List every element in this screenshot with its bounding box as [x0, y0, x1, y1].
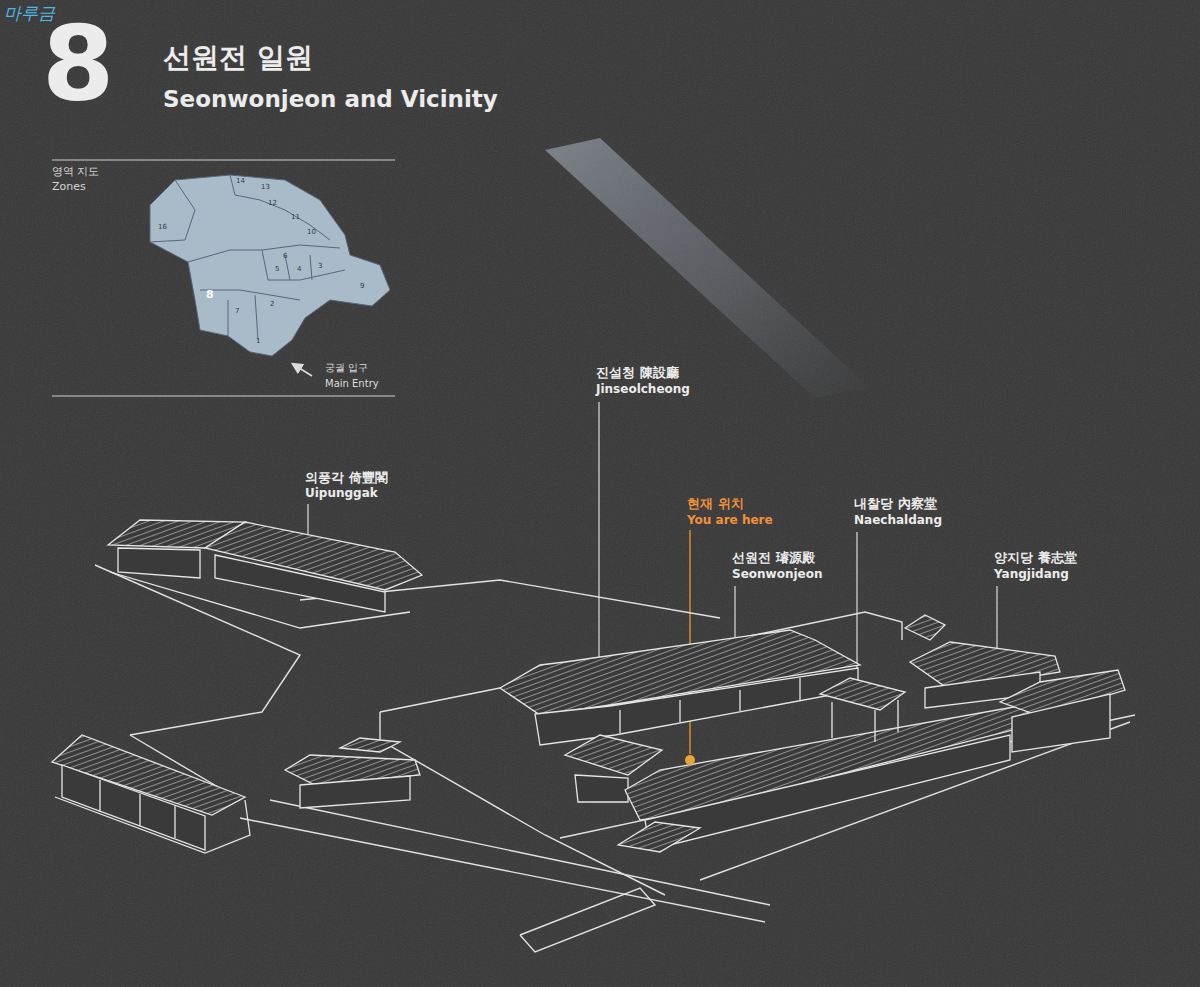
entry-arrow: [296, 366, 312, 376]
site-walls: [95, 565, 1135, 952]
zone-number: 8: [206, 289, 214, 302]
building-name: Seonwonjeon: [732, 568, 822, 582]
uipunggak-building: [108, 520, 422, 628]
zone-number: 8: [42, 12, 114, 116]
zone-number: 2: [270, 300, 274, 308]
zone-number: 4: [297, 265, 301, 273]
entry-label: 궁궐 입구: [325, 362, 368, 374]
rule-line: [52, 395, 395, 396]
light-streak: [545, 138, 870, 398]
subtitle: Seonwonjeon and Vicinity: [163, 86, 498, 112]
building-name: 선원전 璿源殿: [732, 551, 815, 566]
zone-number: 16: [158, 223, 167, 231]
building-name: Naechaldang: [854, 514, 942, 528]
zone-number: 1: [256, 337, 260, 345]
building-name: Jinseolcheong: [596, 383, 690, 397]
side-building: [52, 735, 250, 853]
zone-number: 12: [268, 199, 277, 207]
zone-number: 7: [235, 307, 239, 315]
zone-number: 5: [275, 265, 279, 273]
naechaldang-pavilion: [820, 678, 905, 742]
here-dot: [685, 755, 695, 765]
leader-lines: [308, 402, 997, 692]
zone-number: 14: [236, 177, 245, 185]
building-name: 의풍각 倚豐閣: [305, 471, 388, 486]
entry-label: Main Entry: [325, 378, 379, 390]
page-title: 선원전 일원: [163, 42, 313, 74]
map-heading: Zones: [52, 181, 86, 194]
seonwonjeon-building: [500, 630, 860, 745]
rule-line: [52, 159, 395, 160]
zone-number: 6: [283, 252, 287, 260]
annex-building: [1000, 670, 1125, 752]
zone-map: [150, 175, 390, 356]
building-name: 내찰당 內察堂: [854, 497, 937, 512]
zone-number: 9: [360, 282, 364, 290]
zone-number: 13: [261, 183, 270, 191]
zone-number: 3: [318, 262, 322, 270]
building-name: 진설청 陳設廳: [596, 366, 679, 381]
long-building: [618, 705, 1032, 852]
location-marker: You are here: [687, 514, 773, 528]
zone-number: 10: [307, 228, 316, 236]
map-heading: 영역 지도: [52, 166, 100, 179]
location-marker: 현재 위치: [687, 497, 744, 512]
building-name: Uipunggak: [305, 487, 378, 501]
building-name: 양지당 養志堂: [994, 551, 1077, 566]
zone-number: 11: [291, 213, 300, 221]
building-name: Yangjidang: [994, 568, 1069, 582]
gate-building: [285, 738, 420, 808]
